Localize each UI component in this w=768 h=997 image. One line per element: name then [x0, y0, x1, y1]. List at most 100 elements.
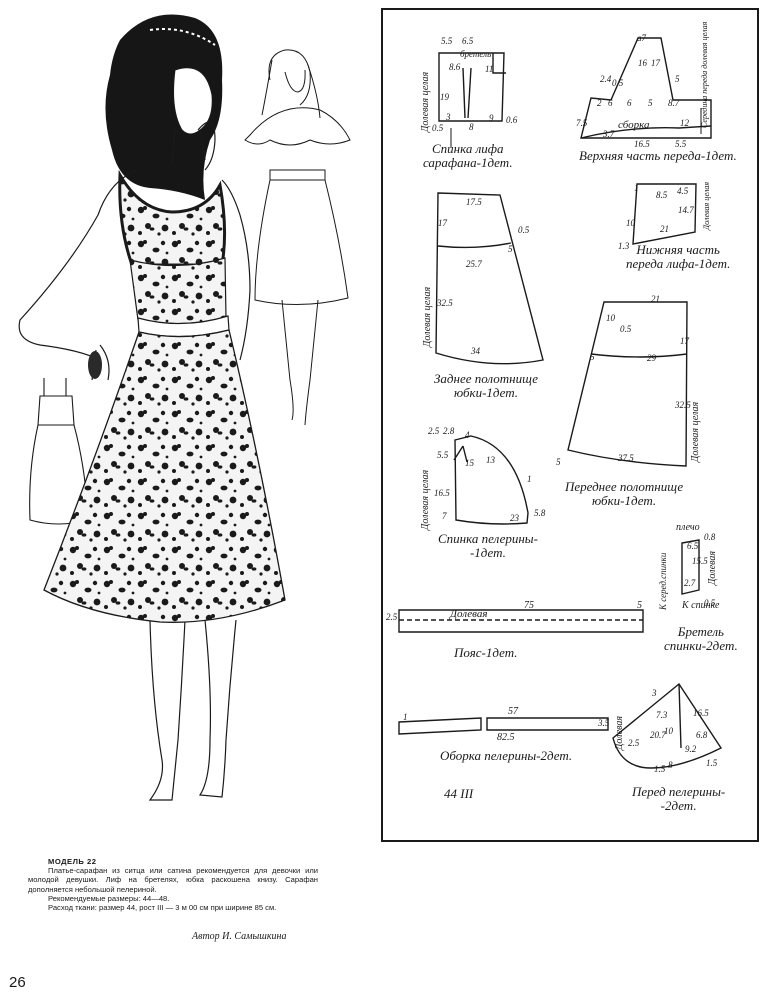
gather-word: сборка [618, 119, 650, 131]
back-strap-shape [681, 539, 700, 595]
front-skirt-shape [567, 301, 688, 467]
m-fc-73: 7.3 [656, 710, 668, 720]
back-bodice-shape [438, 52, 505, 122]
upper-front-shape [580, 37, 712, 139]
dress-flat-sketch [29, 378, 89, 525]
back-bodice-dart [462, 67, 472, 119]
grain-label-back-cape: Долевая целая [420, 469, 431, 530]
shoulder-word: плечо [676, 522, 700, 533]
caped-figure-sketch [244, 49, 351, 426]
piece-back-bodice: Спинка лифа сарафана-1дет. [423, 141, 513, 170]
m-belt-25: 2.5 [386, 612, 398, 622]
m-uf-a7: а7 [637, 33, 646, 43]
m-bs-257: 25.7 [466, 259, 482, 269]
m-bc-58: 5.8 [534, 508, 546, 518]
piece-back-strap: Бретель спинки-2дет. [664, 624, 738, 653]
m-bc-15: 15 [465, 458, 474, 468]
m-bc-28: 2.8 [443, 426, 455, 436]
m-belt-75: 75 [524, 600, 534, 611]
m-lf-21: 21 [660, 224, 669, 234]
m-st-08: 0.8 [704, 532, 716, 542]
to-back-word: К спинке [682, 600, 720, 611]
piece-back-cape: Спинка пелерины- -1дет. [438, 531, 538, 560]
m-lf-85: 8.5 [656, 190, 668, 200]
dress-skirt [43, 329, 286, 623]
m-uf-05: 0.5 [612, 78, 624, 88]
m-bc-1: 1 [527, 474, 532, 484]
m-st-155: 15.5 [692, 556, 708, 566]
m-fc-10: 10 [664, 726, 673, 736]
model-caption: МОДЕЛЬ 22 Платье-сарафан из ситца или са… [28, 857, 318, 912]
dress-bodice [118, 169, 227, 267]
m-bc-7: 7 [442, 511, 447, 521]
grain-label-strap: Долевая [707, 550, 718, 585]
model-fabric: Расход ткани: размер 44, рост III — 3 м … [48, 903, 277, 913]
m-fc-25: 2.5 [628, 738, 640, 748]
piece-cape-frill: Оборка пелерины-2дет. [440, 748, 573, 763]
figure-hair [105, 14, 223, 200]
m-st-05: 0.5 [704, 598, 716, 608]
m-bb-11: 11 [485, 64, 494, 74]
m-bb-06: 0.6 [506, 115, 518, 125]
m-bb-8: 8 [469, 122, 474, 132]
frill-shape [398, 717, 482, 735]
m-bc-23: 23 [510, 513, 519, 523]
m-fs-375: 37.5 [618, 453, 634, 463]
back-cape-shape [454, 435, 529, 525]
m-fc-207: 20.7 [650, 730, 666, 740]
piece-back-skirt: Заднее полотнище юбки-1дет. [434, 371, 538, 400]
m-fs-17: 17 [680, 336, 689, 346]
m-uf-37: 3.7 [603, 129, 615, 139]
m-uf-12: 12 [680, 118, 689, 128]
m-uf-5a: 5 [675, 74, 680, 84]
piece-lower-front: Нижняя часть переда лифа-1дет. [626, 242, 731, 271]
m-st-27: 2.7 [684, 578, 696, 588]
pattern-frame [381, 8, 759, 842]
m-bb-9: 9 [489, 113, 494, 123]
back-skirt-shape [435, 192, 544, 365]
m-bc-165: 16.5 [434, 488, 450, 498]
belt-grain-word: Долевая [450, 608, 488, 620]
m-bb-19: 19 [440, 92, 449, 102]
m-bb-55: 5.5 [441, 36, 453, 46]
m-fc-15: 1.5 [654, 764, 666, 774]
size-mark: 44 III [444, 786, 474, 801]
dress-underbust [129, 257, 227, 325]
piece-front-skirt: Переднее полотнище юбки-1дет. [565, 479, 684, 508]
m-belt-5: 5 [637, 600, 642, 611]
m-lf-1: 1 [634, 183, 639, 193]
m-uf-17: 17 [651, 58, 660, 68]
fold-label-upper-front: Середина переда долевая целая [700, 21, 709, 128]
m-fr-57: 57 [508, 706, 518, 717]
m-uf-16: 16 [638, 58, 647, 68]
m-fs-05: 0.5 [620, 324, 632, 334]
model-sizes: Рекомендуемые размеры: 44—48. [48, 893, 170, 903]
m-st-65: 6.5 [687, 541, 699, 551]
m-fs-10: 10 [606, 313, 615, 323]
strap-word: бретель [460, 49, 492, 59]
m-bs-175: 17.5 [466, 197, 482, 207]
piece-front-cape: Перед пелерины- -2дет. [632, 784, 726, 813]
grain-label-back-bodice: Долевая целая [420, 71, 431, 132]
m-lf-147: 14.7 [678, 205, 694, 215]
m-bc-25: 2.5 [428, 426, 440, 436]
grain-label-back-skirt: Долевая целая [422, 286, 433, 347]
m-bc-13: 13 [486, 455, 495, 465]
m-bc-55: 5.5 [437, 450, 449, 460]
m-bs-05: 0.5 [518, 225, 530, 235]
model-description: Платье-сарафан из ситца или сатина реком… [28, 866, 318, 894]
m-fc-92: 9.2 [685, 744, 697, 754]
lower-front-shape [632, 183, 697, 245]
m-fc-68: 6.8 [696, 730, 708, 740]
m-fs-5: 5 [590, 352, 595, 362]
m-uf-5b: 5 [648, 98, 653, 108]
m-bb-3: 3 [446, 112, 451, 122]
m-uf-6b: 6 [627, 98, 632, 108]
piece-upper-front: Верхняя часть переда-1дет. [579, 148, 737, 163]
m-uf-87: 8.7 [668, 98, 680, 108]
figure-body-lines [18, 121, 251, 801]
m-bb-65: 6.5 [462, 36, 474, 46]
model-title: МОДЕЛЬ 22 [48, 857, 97, 866]
m-bc-4: 4 [465, 430, 470, 440]
fashion-illustration [18, 14, 351, 801]
